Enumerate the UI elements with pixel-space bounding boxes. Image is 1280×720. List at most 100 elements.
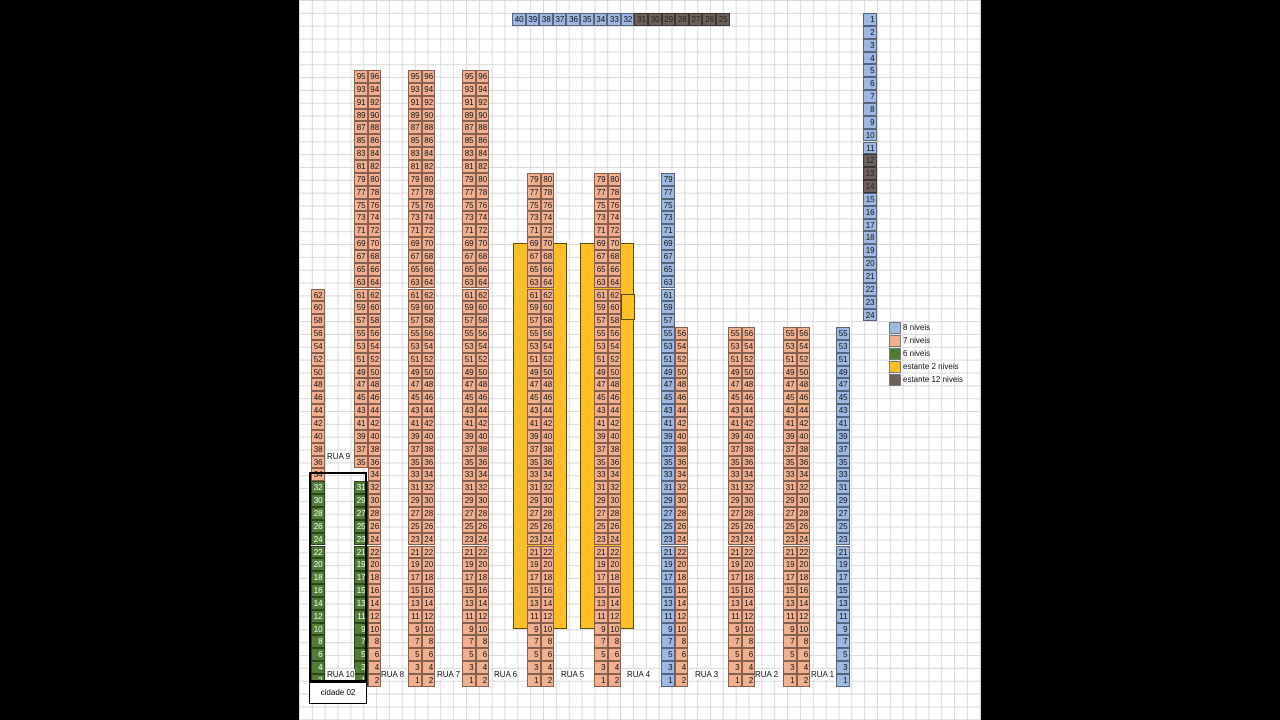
rack-d-cell: 69 [462,237,476,250]
rack-d-cell: 92 [475,95,490,109]
rack-b-cell: 55 [354,327,368,340]
rack-j-cell: 47 [836,378,850,392]
rack-i-cell: 7 [783,635,797,649]
rack-i-cell: 14 [796,596,811,610]
rack-d-cell: 76 [475,198,490,212]
rack-c-cell: 77 [408,185,422,199]
rack-e-cell: 13 [527,596,541,610]
rack-d-cell: 3 [462,661,476,674]
rack-g-cell: 79 [661,172,675,186]
rack-h-cell: 23 [728,532,742,546]
rack-e-cell: 26 [540,519,555,533]
rack-c-cell: 39 [408,429,422,443]
rack-d-cell: 45 [462,391,476,405]
rack-f-cell: 7 [594,635,608,649]
rack-b-cell: 13 [354,596,368,610]
rack-d-cell: 14 [475,596,490,610]
rack-g-cell: 16 [674,584,689,597]
rack-e-cell: 62 [540,288,555,302]
rack-d-cell: 94 [475,82,490,96]
rack-g-cell: 20 [674,558,689,572]
rack-f-cell: 77 [594,185,608,199]
rack-d-cell: 1 [462,674,476,687]
rack-b-cell: 39 [354,429,368,443]
rack-b-cell: 56 [367,327,382,340]
rack-b-cell: 51 [354,352,368,366]
rack-i-cell: 43 [783,404,797,417]
rack-c-cell: 10 [421,622,436,636]
rack-b-cell: 50 [367,365,382,379]
rack-i-cell: 37 [783,442,797,456]
rack-d-cell: 33 [462,468,476,482]
rack-c-cell: 18 [421,571,436,585]
rack-c-cell: 57 [408,314,422,328]
rack-b-cell: 36 [367,455,382,469]
rack-d-cell: 53 [462,339,476,353]
rack-b-cell: 81 [354,160,368,173]
rack-e-cell: 52 [540,352,555,366]
rack-b-cell: 21 [354,545,368,559]
rack-h-cell: 43 [728,404,742,417]
rack-c-cell: 19 [408,558,422,572]
rack-i-cell: 18 [796,571,811,585]
rack-d-cell: 67 [462,249,476,263]
rack-c-cell: 36 [421,455,436,469]
rack-d-cell: 87 [462,121,476,135]
rack-b-cell: 65 [354,262,368,276]
legend-label-6: 6 niveis [903,349,931,358]
right-col-cell: 21 [863,270,877,283]
rack-g-cell: 5 [661,648,675,662]
rack-i-cell: 49 [783,365,797,379]
rack-d-cell: 17 [462,571,476,585]
rack-c-cell: 46 [421,391,436,405]
aisle-label: RUA 1 [811,669,835,680]
rack-d-cell: 63 [462,275,476,289]
rack-c-cell: 4 [421,661,436,674]
rack-e-cell: 53 [527,339,541,353]
rack-g-cell: 24 [674,532,689,546]
rack-e-cell: 28 [540,506,555,520]
rack-d-cell: 51 [462,352,476,366]
rack-b-cell: 53 [354,339,368,353]
rack-i-cell: 2 [796,674,811,687]
rack-c-cell: 9 [408,622,422,636]
rack-h-cell: 35 [728,455,742,469]
rack-c-cell: 52 [421,352,436,366]
rack-i-cell: 10 [796,622,811,636]
rack-b-cell: 15 [354,584,368,597]
rack-e-cell: 18 [540,571,555,585]
rack-f-cell: 56 [607,327,622,340]
rack-b-cell: 44 [367,404,382,417]
rack-e-cell: 59 [527,301,541,315]
rack-e-cell: 5 [527,648,541,662]
rack-c-cell: 17 [408,571,422,585]
rack-i-cell: 34 [796,468,811,482]
rack-h-cell: 32 [741,481,756,495]
rack-g-cell: 54 [674,339,689,353]
rack-h-cell: 22 [741,545,756,559]
rack-b-cell: 59 [354,301,368,315]
rack-c-cell: 32 [421,481,436,495]
rack-e-cell: 43 [527,404,541,417]
rack-c-cell: 85 [408,134,422,148]
rack-j-cell: 9 [836,622,850,636]
rack-d-cell: 61 [462,288,476,302]
legend-swatch-6 [889,348,901,360]
rack-c-cell: 2 [421,674,436,687]
rack-c-cell: 47 [408,378,422,392]
right-col-cell: 15 [863,192,877,206]
rack-j-cell: 43 [836,404,850,417]
top-row-cell: 27 [688,13,703,26]
rack-e-cell: 74 [540,211,555,225]
rack-e-cell: 40 [540,429,555,443]
rack-g-cell: 34 [674,468,689,482]
rack-g-cell: 23 [661,532,675,546]
rack-h-cell: 34 [741,468,756,482]
rack-b-cell: 88 [367,121,382,135]
rack-h-cell: 20 [741,558,756,572]
rack-b-cell: 57 [354,314,368,328]
rack-h-cell: 39 [728,429,742,443]
aisle-label: RUA 9 [327,451,351,462]
rack-b-cell: 47 [354,378,368,392]
